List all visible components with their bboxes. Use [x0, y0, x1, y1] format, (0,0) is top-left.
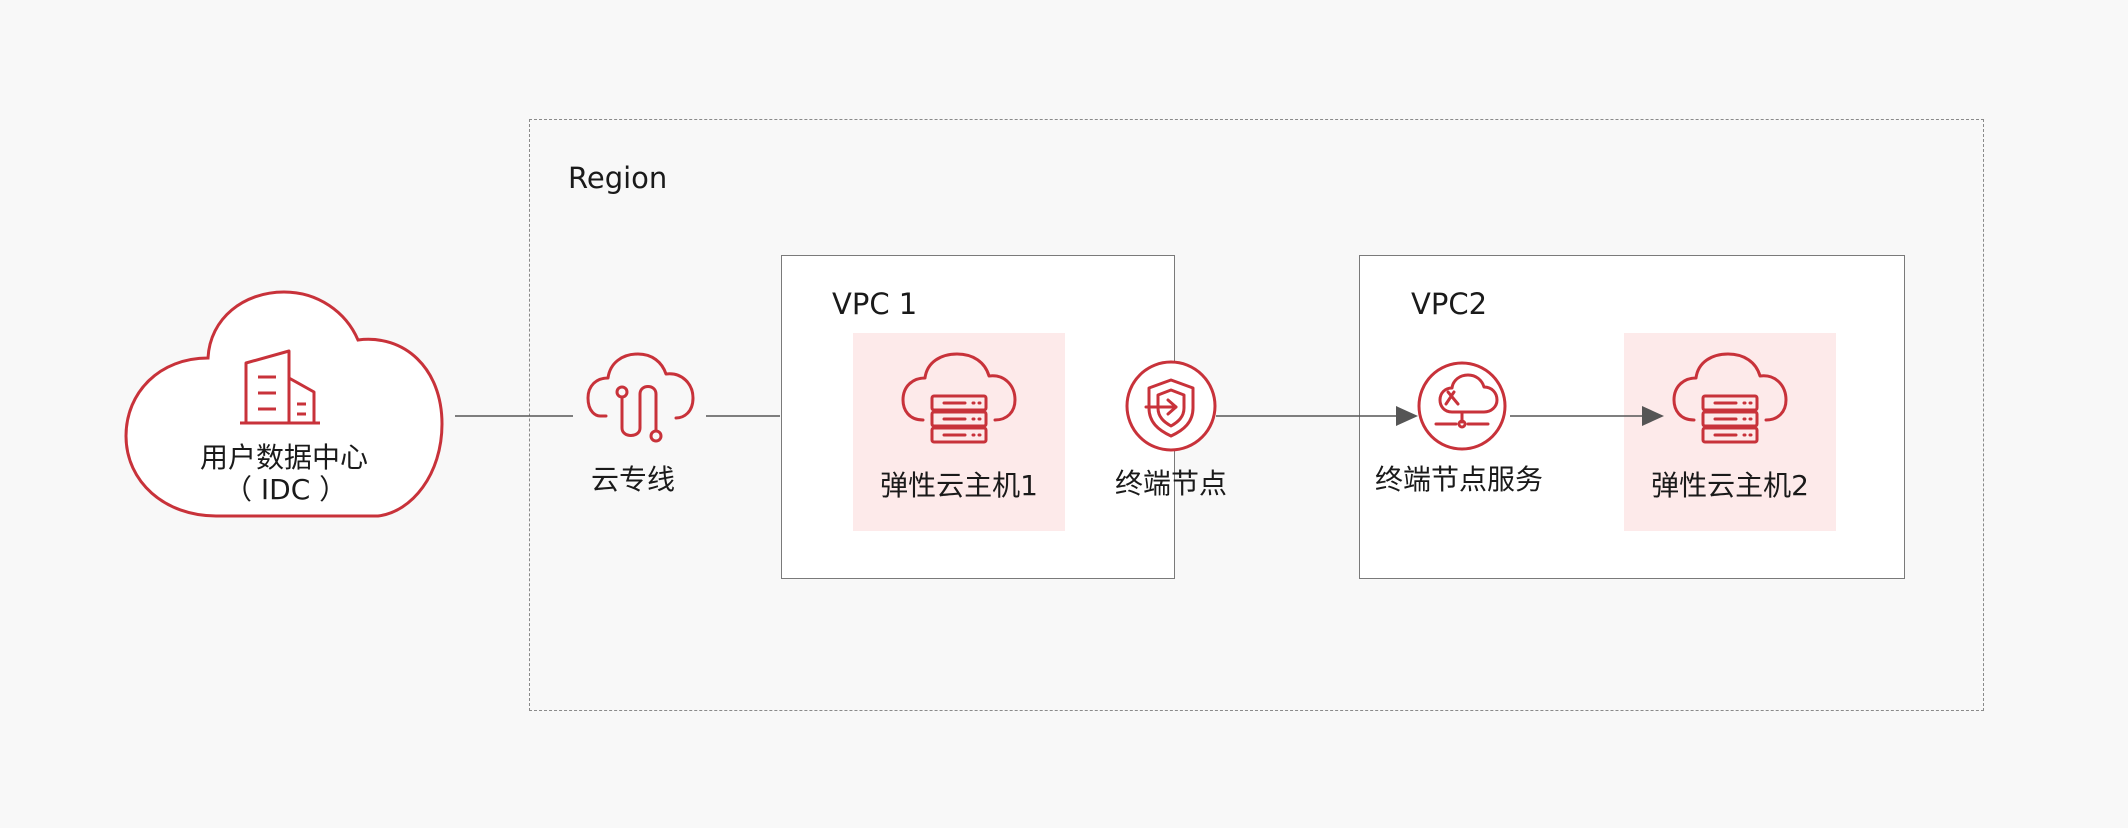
ecs1-label: 弹性云主机1	[880, 469, 1038, 502]
cloud-server-icon	[1672, 352, 1788, 444]
vpc2-label: VPC2	[1411, 287, 1488, 321]
cloud-server-icon	[901, 352, 1017, 444]
cloud-service-icon	[1417, 361, 1507, 451]
idc-label-line1: 用户数据中心	[199, 441, 368, 474]
cloud-connection-icon	[586, 352, 695, 443]
ecs2-label: 弹性云主机2	[1651, 469, 1809, 502]
direct-connect-label: 云专线	[590, 463, 675, 496]
service-to-ecs2-arrowhead	[1642, 406, 1664, 426]
endpoint-label: 终端节点	[1114, 467, 1227, 500]
ecs2-tile	[1624, 333, 1836, 531]
idc-cloud-icon	[124, 290, 444, 518]
region-label: Region	[568, 161, 668, 195]
region-boundary	[529, 119, 1984, 711]
ecs1-tile	[853, 333, 1065, 531]
vpc1-label: VPC 1	[832, 287, 918, 321]
endpoint-service-label: 终端节点服务	[1374, 463, 1543, 496]
building-icon	[240, 349, 320, 425]
idc-label-line2: （ IDC ）	[224, 473, 348, 506]
endpoint-to-service-arrowhead	[1396, 406, 1418, 426]
shield-icon	[1125, 360, 1217, 452]
